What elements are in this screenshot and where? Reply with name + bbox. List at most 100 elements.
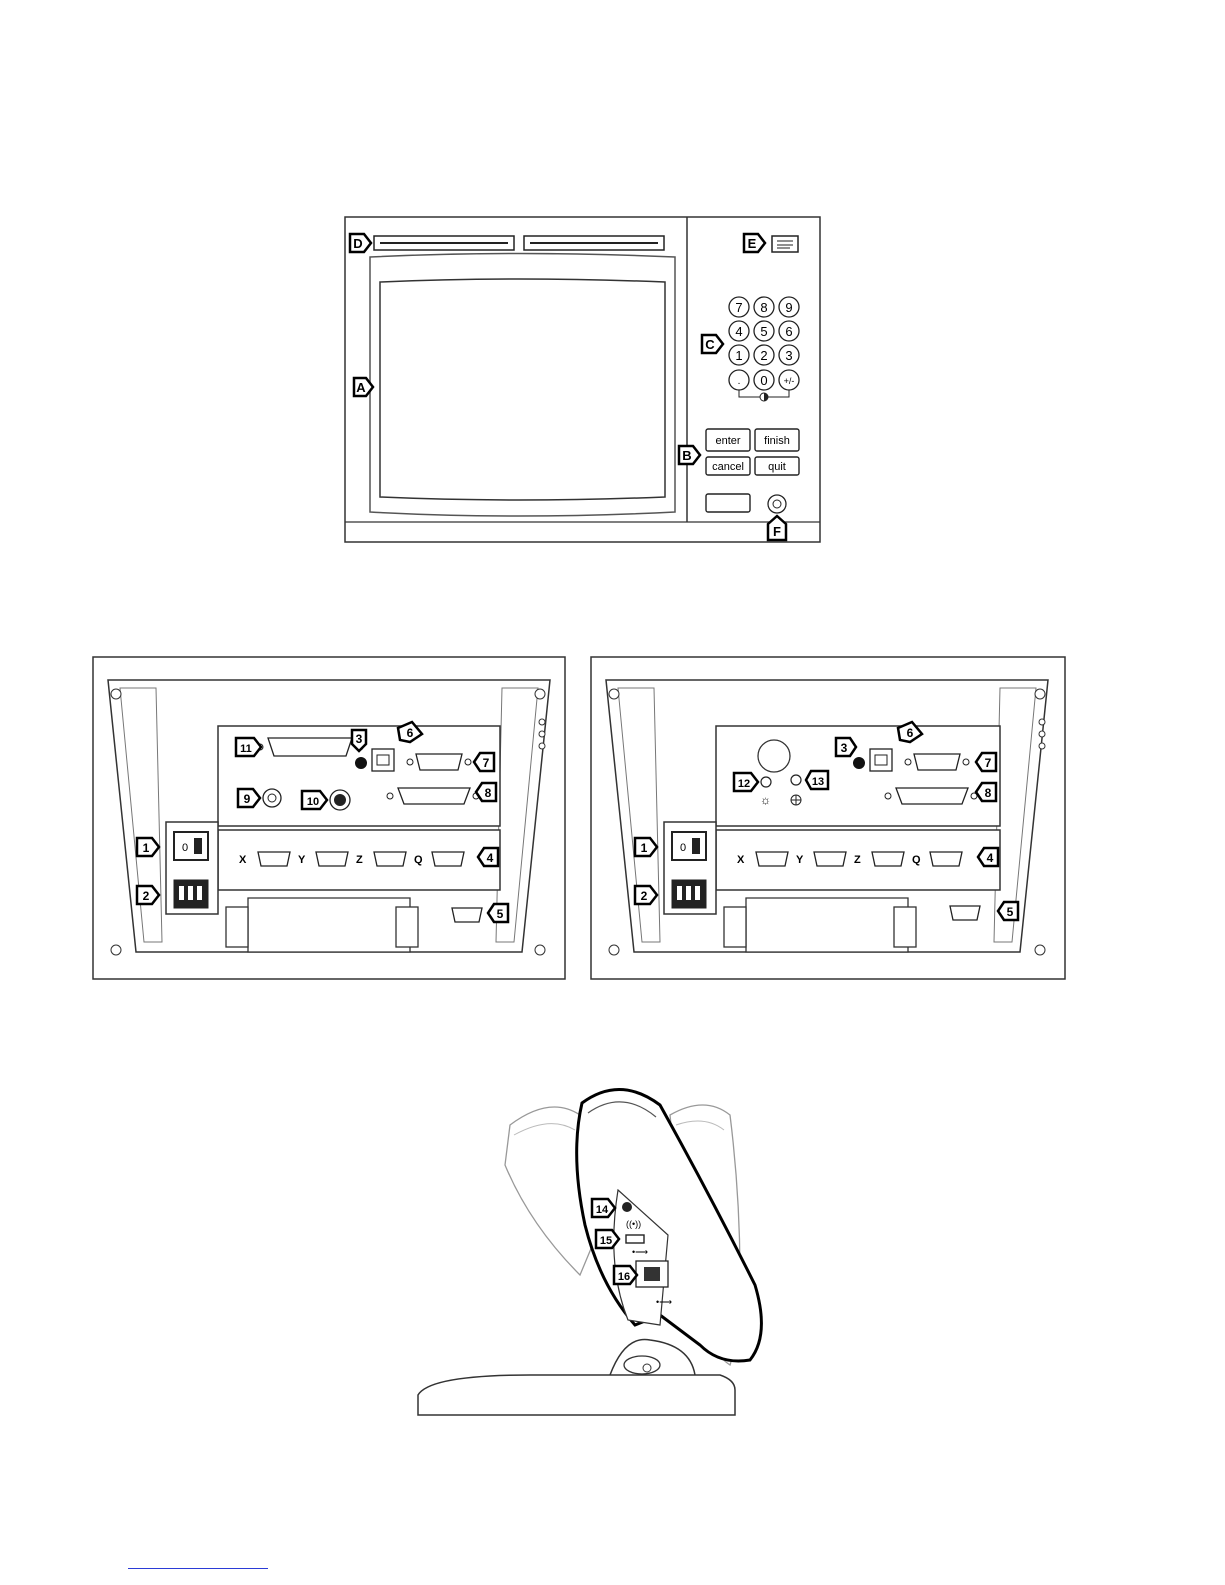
svg-text:7: 7	[985, 756, 992, 770]
svg-text:enter: enter	[715, 435, 740, 447]
svg-text:8: 8	[985, 786, 992, 800]
keypad-key: 6	[779, 321, 799, 341]
svg-text:Y: Y	[796, 854, 804, 866]
port-15-usb-a	[626, 1235, 644, 1243]
svg-text:B: B	[682, 448, 691, 463]
callout-8: 8	[976, 783, 996, 801]
callout-8: 8	[476, 783, 496, 801]
svg-text:5: 5	[1007, 905, 1014, 919]
callout-12: 12	[734, 773, 758, 791]
svg-text:finish: finish	[764, 435, 790, 447]
svg-text:cancel: cancel	[712, 461, 744, 473]
keypad-key: 0	[754, 370, 774, 390]
svg-text:quit: quit	[768, 461, 786, 473]
tilt-knob	[624, 1356, 660, 1374]
svg-text:5: 5	[760, 324, 767, 339]
svg-text:9: 9	[244, 792, 251, 806]
svg-text:2: 2	[760, 348, 767, 363]
callout-16: 16	[614, 1266, 637, 1284]
port-5-connector	[452, 908, 482, 922]
keypad-key: 2	[754, 345, 774, 365]
ground-terminal	[355, 757, 367, 769]
soft-key-finish: finish	[755, 429, 799, 451]
port-13-probe-jack	[791, 775, 801, 785]
light-icon: ☼	[760, 793, 771, 807]
svg-text:D: D	[353, 236, 362, 251]
port-6-ethernet	[870, 749, 892, 771]
svg-text:.: .	[738, 376, 741, 387]
svg-text:9: 9	[785, 300, 792, 315]
callout-7: 7	[976, 753, 996, 771]
svg-text:7: 7	[735, 300, 742, 315]
svg-text:Q: Q	[912, 854, 921, 866]
port-11-connector	[268, 738, 352, 756]
keypad-key: 5	[754, 321, 774, 341]
port-8-connector	[896, 788, 968, 804]
svg-text:F: F	[773, 524, 781, 539]
svg-text:8: 8	[485, 786, 492, 800]
svg-text:X: X	[737, 854, 745, 866]
cover-plate	[758, 740, 790, 772]
svg-text:3: 3	[785, 348, 792, 363]
port-6-ethernet	[372, 749, 394, 771]
svg-text:7: 7	[483, 756, 490, 770]
svg-text:14: 14	[596, 1204, 609, 1216]
front-panel-diagram: 7 8 9 4 5 6 1 2 3 . 0 +/- enter finish c…	[340, 212, 830, 552]
callout-15: 15	[596, 1230, 619, 1248]
svg-text:A: A	[356, 380, 366, 395]
keypad-key: 3	[779, 345, 799, 365]
svg-text:Y: Y	[298, 854, 306, 866]
svg-text:+/-: +/-	[784, 376, 795, 386]
svg-text:6: 6	[907, 726, 914, 740]
ground-terminal	[853, 757, 865, 769]
soft-key-quit: quit	[755, 457, 799, 475]
keypad-key: 4	[729, 321, 749, 341]
svg-text:2: 2	[641, 889, 648, 903]
svg-text:13: 13	[812, 776, 824, 788]
keypad-key: 1	[729, 345, 749, 365]
side-view-diagram: ((•)) •⟶ •⟶ 14 15 16	[410, 1075, 810, 1425]
svg-text:1: 1	[641, 841, 648, 855]
callout-3: 3	[836, 738, 856, 756]
svg-text:15: 15	[600, 1235, 612, 1247]
numeric-keypad: 7 8 9 4 5 6 1 2 3 . 0 +/-	[729, 297, 799, 401]
soft-key-cancel: cancel	[706, 457, 750, 475]
power-switch	[672, 832, 706, 860]
keypad-key: 9	[779, 297, 799, 317]
keypad-key: .	[729, 370, 749, 390]
svg-text:5: 5	[497, 907, 504, 921]
callout-7: 7	[474, 753, 494, 771]
svg-text:1: 1	[143, 841, 150, 855]
svg-text:8: 8	[760, 300, 767, 315]
svg-text:6: 6	[407, 726, 414, 740]
footer-rule	[128, 1568, 268, 1569]
svg-text:1: 1	[735, 348, 742, 363]
keypad-key: 7	[729, 297, 749, 317]
svg-text:Z: Z	[854, 854, 861, 866]
port-7-connector	[416, 754, 462, 770]
svg-text:0: 0	[182, 842, 188, 854]
svg-text:X: X	[239, 854, 247, 866]
power-button-icon	[768, 495, 786, 513]
callout-4: 4	[978, 848, 998, 866]
svg-text:10: 10	[307, 796, 319, 808]
svg-text:C: C	[705, 337, 715, 352]
callout-5: 5	[488, 904, 508, 922]
callout-13: 13	[806, 771, 828, 789]
power-switch	[174, 832, 208, 860]
port-8-connector	[398, 788, 470, 804]
usb-icon: •⟶	[632, 1247, 648, 1257]
svg-text:6: 6	[785, 324, 792, 339]
rear-panel-right-diagram: 0 ☼ X Y Z Q 1 2 3 4 5 6 7 8 12 13	[588, 652, 1068, 984]
port-5-connector	[950, 906, 980, 920]
port-7-connector	[914, 754, 960, 770]
callout-11: 11	[236, 738, 261, 756]
svg-text:11: 11	[240, 743, 252, 755]
svg-text:4: 4	[987, 851, 994, 865]
usb-icon: •⟶	[656, 1297, 672, 1307]
svg-text:2: 2	[143, 889, 150, 903]
svg-text:((•)): ((•))	[626, 1219, 641, 1229]
callout-10: 10	[302, 791, 327, 809]
blank-key	[706, 494, 750, 512]
svg-text:Z: Z	[356, 854, 363, 866]
